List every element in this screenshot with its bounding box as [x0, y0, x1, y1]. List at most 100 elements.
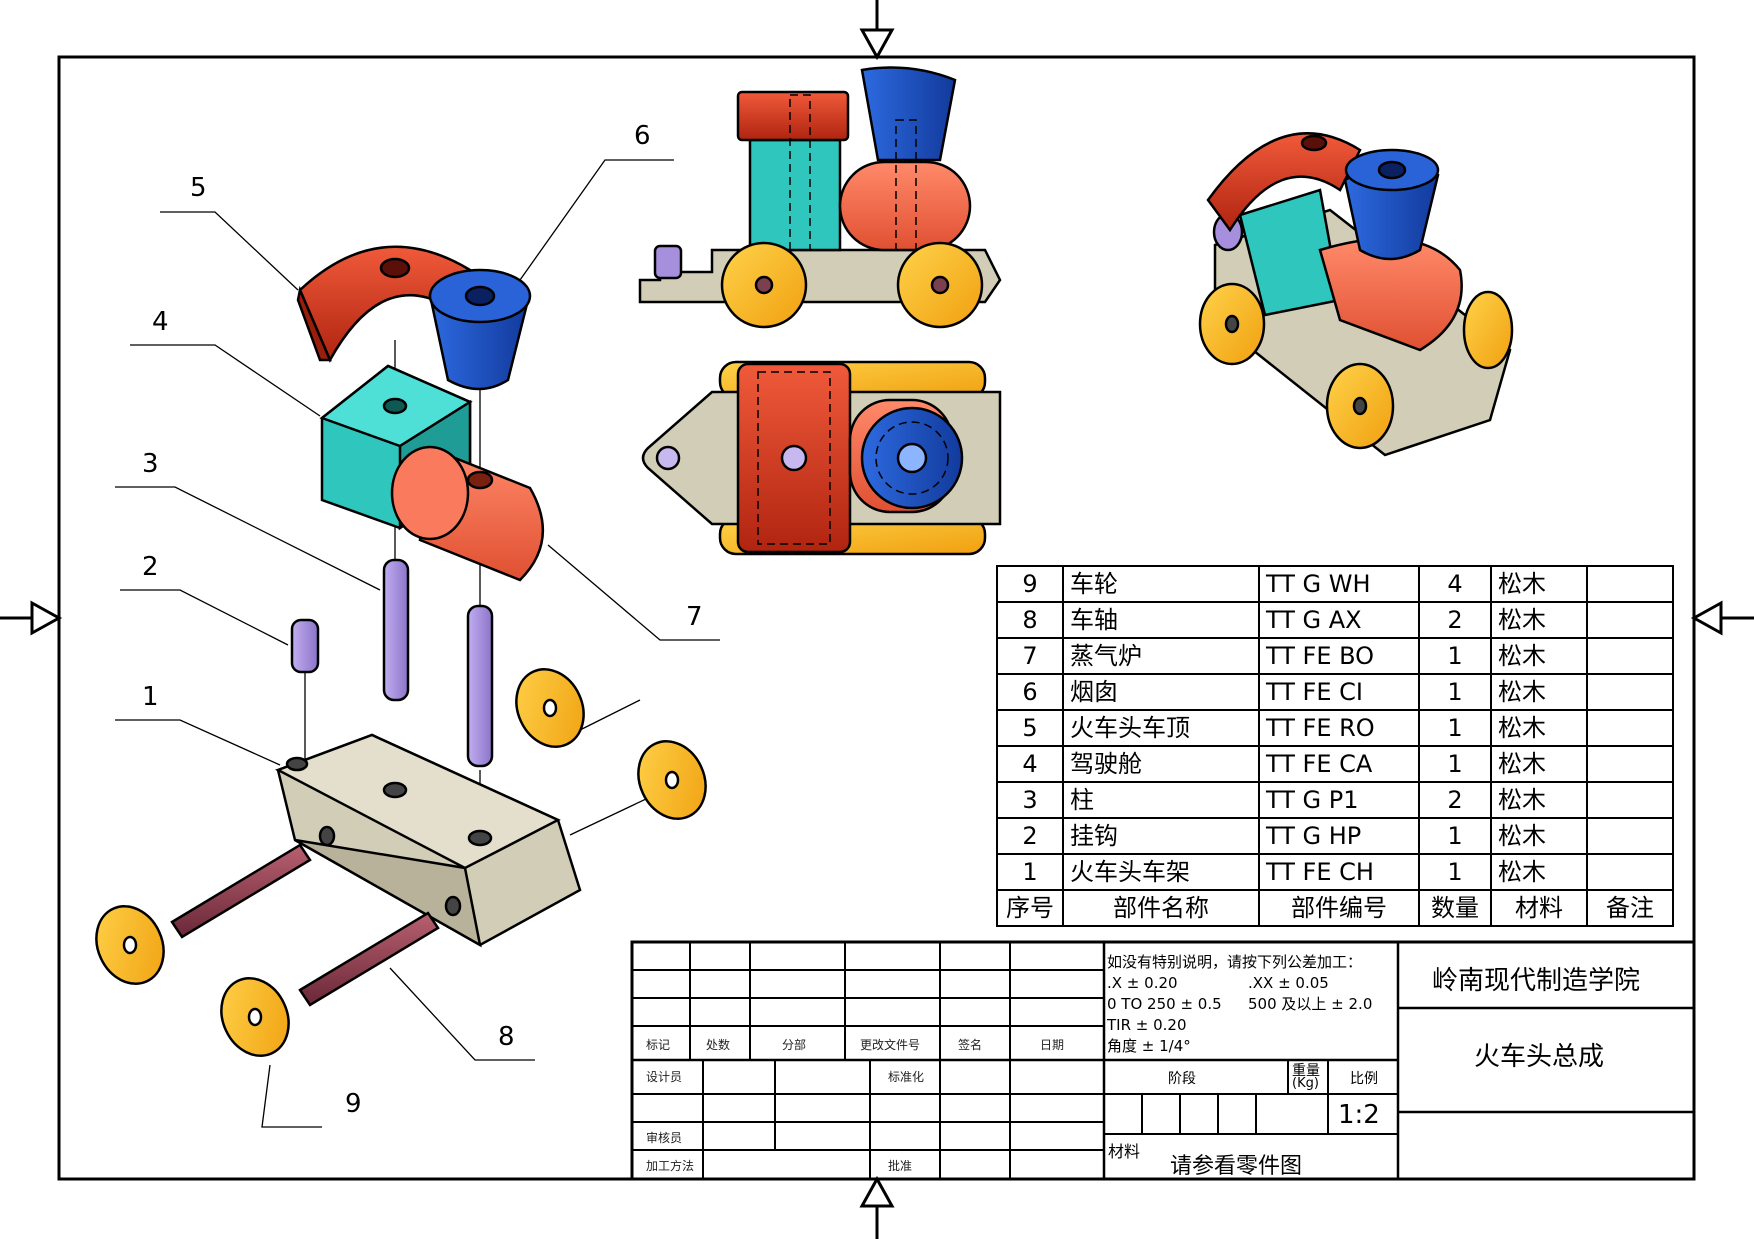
bom-cell-no: 1 — [996, 853, 1064, 891]
bom-header-code: 部件编号 — [1258, 889, 1420, 927]
bom-cell-code: TT G AX — [1258, 601, 1420, 639]
bom-header-no: 序号 — [996, 889, 1064, 927]
bom-cell-no: 5 — [996, 709, 1064, 747]
bom-cell-material: 松木 — [1490, 637, 1588, 675]
bom-cell-no: 9 — [996, 565, 1064, 603]
bom-cell-name: 火车头车顶 — [1062, 709, 1260, 747]
bom-cell-code: TT G P1 — [1258, 781, 1420, 819]
bom-cell-qty: 1 — [1418, 745, 1492, 783]
bom-cell-name: 驾驶舱 — [1062, 745, 1260, 783]
bom-header-row: 序号 部件名称 部件编号 数量 材料 备注 — [996, 889, 1674, 927]
weight-unit: (Kg) — [1292, 1076, 1319, 1091]
bom-cell-material: 松木 — [1490, 709, 1588, 747]
front-view — [638, 66, 1002, 329]
bom-cell-material: 松木 — [1490, 853, 1588, 891]
bom-cell-material: 松木 — [1490, 673, 1588, 711]
bom-cell-note — [1586, 565, 1674, 603]
callout-4: 4 — [152, 307, 169, 337]
bom-cell-code: TT G HP — [1258, 817, 1420, 855]
rev-header-count: 处数 — [706, 1038, 731, 1052]
bom-cell-qty: 1 — [1418, 709, 1492, 747]
bom-cell-name: 柱 — [1062, 781, 1260, 819]
callout-8: 8 — [498, 1022, 515, 1052]
bom-cell-qty: 1 — [1418, 637, 1492, 675]
stage-label: 阶段 — [1168, 1071, 1196, 1087]
exploded-view — [95, 245, 707, 1057]
tolerance-tir: TIR ± 0.20 — [1107, 1016, 1187, 1034]
tolerance-angle: 角度 ± 1/4° — [1107, 1037, 1191, 1055]
bom-cell-name: 蒸气炉 — [1062, 637, 1260, 675]
callout-7: 7 — [686, 602, 703, 632]
scale-value: 1:2 — [1338, 1100, 1380, 1130]
bom-cell-name: 车轴 — [1062, 601, 1260, 639]
bom-cell-code: TT FE CI — [1258, 673, 1420, 711]
bom-cell-note — [1586, 817, 1674, 855]
bom-cell-name: 车轮 — [1062, 565, 1260, 603]
bom-cell-material: 松木 — [1490, 565, 1588, 603]
bom-cell-name: 火车头车架 — [1062, 853, 1260, 891]
bom-cell-note — [1586, 601, 1674, 639]
bom-cell-note — [1586, 709, 1674, 747]
scale-label: 比例 — [1350, 1071, 1378, 1087]
bom-cell-name: 烟囱 — [1062, 673, 1260, 711]
role-reviewer: 审核员 — [646, 1131, 683, 1145]
callout-numbers: 5 6 4 3 2 1 7 8 9 — [142, 121, 703, 1119]
rev-header-date: 日期 — [1040, 1038, 1065, 1052]
tolerance-x: .X ± 0.20 — [1107, 974, 1178, 992]
rev-header-doc: 更改文件号 — [860, 1038, 921, 1052]
callout-1: 1 — [142, 682, 159, 712]
school-name: 岭南现代制造学院 — [1432, 966, 1641, 996]
bom-cell-material: 松木 — [1490, 745, 1588, 783]
isometric-view — [1198, 132, 1514, 457]
bom-cell-name: 挂钩 — [1062, 817, 1260, 855]
rev-header-mark: 标记 — [646, 1038, 671, 1052]
drawing-title: 火车头总成 — [1474, 1042, 1605, 1072]
bom-cell-code: TT G WH — [1258, 565, 1420, 603]
tolerance-range: 0 TO 250 ± 0.5 — [1107, 995, 1222, 1013]
bom-header-note: 备注 — [1586, 889, 1674, 927]
bom-cell-no: 2 — [996, 817, 1064, 855]
bom-cell-code: TT FE CA — [1258, 745, 1420, 783]
bom-cell-no: 7 — [996, 637, 1064, 675]
bom-cell-code: TT FE BO — [1258, 637, 1420, 675]
bom-cell-qty: 2 — [1418, 601, 1492, 639]
bom-header-qty: 数量 — [1418, 889, 1492, 927]
bom-header-name: 部件名称 — [1062, 889, 1260, 927]
bom-cell-note — [1586, 781, 1674, 819]
callout-6: 6 — [634, 121, 651, 151]
tolerance-large: 500 及以上 ± 2.0 — [1248, 995, 1373, 1013]
bom-cell-note — [1586, 745, 1674, 783]
wheel-parts — [95, 668, 707, 1057]
bom-cell-no: 4 — [996, 745, 1064, 783]
bom-header-material: 材料 — [1490, 889, 1588, 927]
bom-cell-no: 6 — [996, 673, 1064, 711]
role-designer: 设计员 — [646, 1070, 683, 1084]
tolerance-note: 如没有特别说明，请按下列公差加工： — [1107, 953, 1363, 971]
bom-cell-no: 3 — [996, 781, 1064, 819]
bom-cell-note — [1586, 853, 1674, 891]
callout-3: 3 — [142, 449, 159, 479]
bom-cell-qty: 2 — [1418, 781, 1492, 819]
pillar-parts — [382, 558, 494, 768]
axle-parts — [170, 843, 440, 1007]
material-label: 材料 — [1108, 1142, 1141, 1161]
bom-cell-material: 松木 — [1490, 601, 1588, 639]
role-standard: 标准化 — [888, 1070, 925, 1084]
bom-cell-no: 8 — [996, 601, 1064, 639]
bom-cell-note — [1586, 637, 1674, 675]
rev-header-zone: 分部 — [782, 1038, 807, 1052]
bom-cell-qty: 1 — [1418, 673, 1492, 711]
bom-cell-note — [1586, 673, 1674, 711]
material-value: 请参看零件图 — [1170, 1154, 1303, 1179]
weight-label: 重量 — [1292, 1063, 1320, 1079]
bom-cell-code: TT FE CH — [1258, 853, 1420, 891]
role-approve: 批准 — [888, 1159, 913, 1173]
bom-cell-code: TT FE RO — [1258, 709, 1420, 747]
